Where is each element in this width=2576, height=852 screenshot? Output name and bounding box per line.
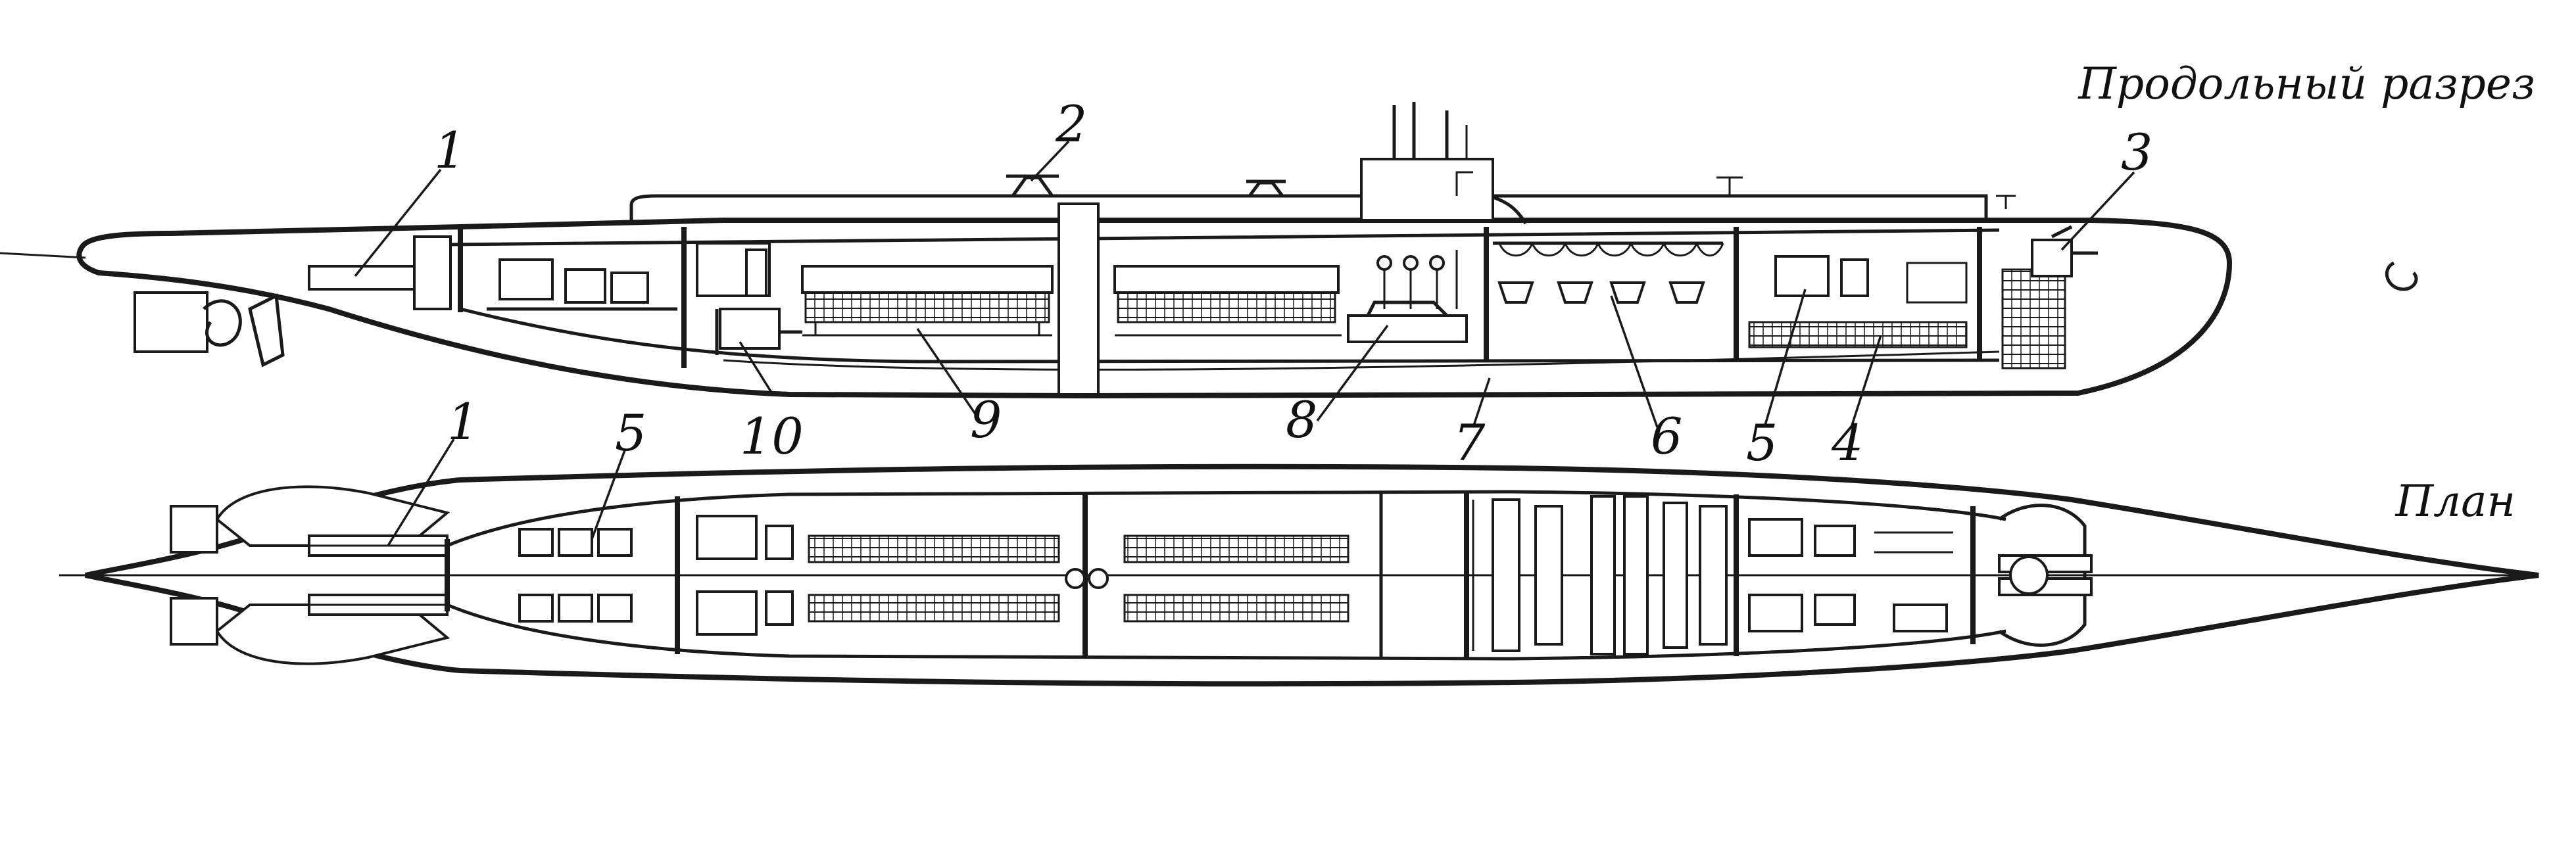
superstructure-deck: [629, 194, 1988, 220]
battery-cells-6: [1493, 241, 1724, 304]
callout-section-7: 7: [1453, 414, 1486, 472]
longitudinal-section: [0, 102, 2418, 399]
callout-section-8: 8: [1286, 390, 1317, 449]
plan-battery-6: [1472, 495, 1728, 655]
stern-compartment-equipment: [487, 258, 677, 311]
plan-rudder-upper: [170, 505, 218, 554]
callout-section-1: 1: [434, 121, 466, 179]
section-leaders: [354, 140, 2135, 428]
stowage-5: [1774, 255, 1830, 297]
bow-hydroplane: [2385, 261, 2418, 291]
electric-motor-10: [719, 308, 781, 350]
stern-waterline: [0, 252, 86, 259]
conning-tower: [1360, 158, 1494, 222]
callout-plan-5: 5: [615, 404, 646, 462]
plan-callouts: 1 5: [447, 392, 646, 462]
motor-shaft: [715, 309, 802, 355]
plan-stern-blister-lower: [215, 604, 450, 665]
plan-forward-compartment: [1748, 518, 1953, 632]
section-keel-line: [723, 350, 2000, 371]
central-post-instruments: [1376, 250, 1458, 309]
section-hull-outline: [76, 218, 2233, 399]
plan-bow-tubes: [1998, 504, 2093, 647]
deck-capstan-fwd: [1006, 174, 1059, 197]
compressor-8: [1347, 314, 1468, 343]
diesel-engine-fwd: [1113, 265, 1342, 337]
plan-leaders: [387, 438, 626, 546]
plan-stern-blister-upper: [215, 485, 450, 547]
callout-section-9: 9: [970, 390, 1002, 449]
bow-tube-rack: [2001, 268, 2066, 369]
deck-bollard: [1996, 195, 2016, 209]
callout-section-6: 6: [1651, 407, 1682, 465]
callout-section-4: 4: [1831, 414, 1863, 472]
compressor-8-top: [1366, 300, 1448, 317]
callout-plan-1: 1: [447, 392, 479, 451]
stern-tube-door: [413, 235, 452, 310]
stowage-5b: [1840, 258, 1869, 297]
deck-capstan-aft: [1246, 179, 1286, 197]
plan-hull-outline: [85, 463, 2539, 687]
forward-compartment: [1748, 255, 1968, 348]
rudder-gear: [203, 299, 242, 347]
deck-vent: [1455, 171, 1473, 196]
diesel-engine-aft: [801, 265, 1054, 337]
section-callouts: 1 2 3 10 9 8 7 6 5 4: [434, 95, 2152, 472]
bow-torpedo-room: [2001, 225, 2418, 369]
propeller: [248, 293, 285, 367]
callout-section-5: 5: [1746, 414, 1778, 472]
callout-section-2: 2: [1055, 95, 1087, 153]
section-view-title: Продольный разрез: [2078, 59, 2535, 109]
plan-rudder-lower: [170, 597, 218, 646]
control-panel-2: [745, 248, 767, 297]
plan-motor-room: [696, 515, 794, 636]
plan-view: [59, 463, 2539, 687]
callout-section-10: 10: [740, 407, 804, 465]
tower-fairing: [1492, 195, 1528, 225]
deck-vent-stern: [1716, 176, 1743, 196]
plan-pressure-hull: [447, 490, 2006, 661]
plan-view-title: План: [2395, 476, 2515, 527]
plan-diesel-engines: [808, 534, 1349, 623]
battery-4: [1748, 321, 1968, 348]
callout-section-3: 3: [2121, 123, 2152, 181]
bulkhead-c: [1057, 202, 1100, 396]
rudder-housing: [134, 291, 208, 353]
plan-stowage-5: [518, 528, 633, 623]
